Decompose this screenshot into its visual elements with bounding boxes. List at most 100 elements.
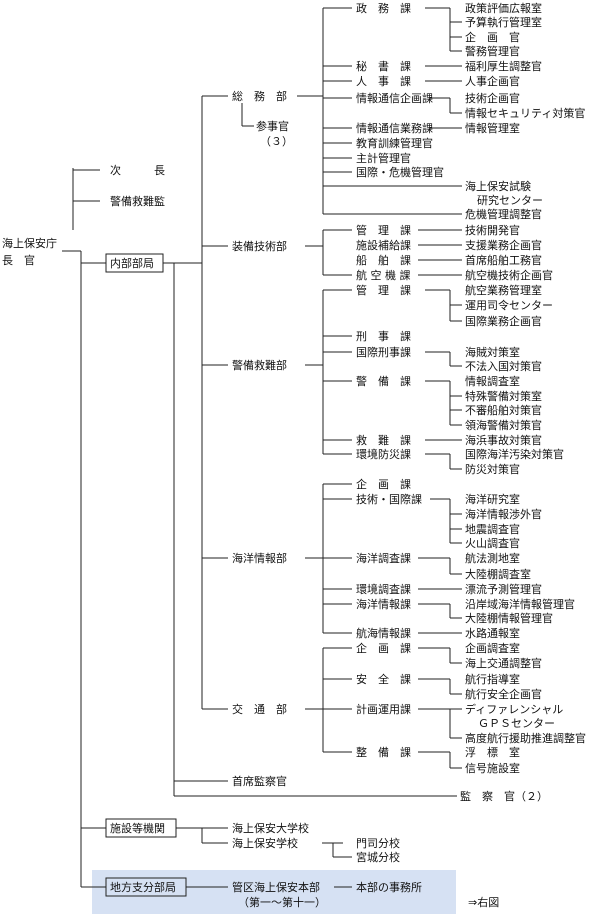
office-unyo-shirei: 運用司令センター [465,298,553,312]
office-senpaku-komu: 首席船舶工務官 [465,253,542,267]
office-seisaku-hyoka: 政策評価広報室 [465,1,542,15]
shiken-center-line2: 研究センター [477,193,543,207]
fac-moji: 門司分校 [356,836,400,850]
naibu-box [105,253,164,273]
root-title-2: 長 官 [2,253,35,267]
office-jinji-kikaku: 人事企画官 [465,74,520,88]
office-kazan: 火山調査官 [465,536,520,550]
office-hyoryu: 漂流予測管理官 [465,582,542,596]
group-shisetsu: 施設等機関 [110,821,165,835]
office-kaiyo-osen: 国際海洋汚染対策官 [465,447,564,461]
group-naibu: 内部部局 [110,256,154,270]
office-tairikudana-joho: 大陸棚情報管理官 [465,611,553,625]
fac-gakko: 海上保安学校 [232,836,298,850]
office-koho-sokuchi: 航法測地室 [465,551,520,565]
dept-keibi: 警備救難部 [232,358,287,372]
office-gijutsu-kikaku: 技術企画官 [465,91,520,105]
office-kikaku-chosa: 企画調査室 [465,641,520,655]
chiho-box [105,877,187,897]
regional-kanku: 管区海上保安本部 [232,880,320,894]
office-bosai-taisaku: 防災対策官 [465,462,520,476]
office-joho-chosa: 情報調査室 [465,374,520,388]
dept-kotsu: 交 通 部 [232,702,287,716]
office-differential: ディファレンシャル [465,702,563,716]
keibi-kankyo-bosai: 環境防災課 [356,447,411,461]
deputy-jicho: 次 長 [110,163,165,177]
office-gijutsu-kaihatsu: 技術開発官 [465,223,520,237]
section-seimu: 政 務 課 [356,1,411,15]
sobi-kokuki: 航 空 機 課 [356,268,411,282]
kotsu-seibi: 整 備 課 [356,745,411,759]
office-koko-anzen: 航行安全企画官 [465,687,542,701]
regional-kanku-range: （第一～第十一） [238,895,326,909]
office-kodo-koko: 高度航行援助推進調整官 [465,731,586,745]
regional-jimusho: 本部の事務所 [356,880,422,894]
office-fushinsen: 不審船舶対策官 [465,403,542,417]
office-kokusai-gyomu: 国際業務企画官 [465,314,542,328]
see-right-figure: ⇒右図 [468,895,499,909]
keibi-kokusai-keiji: 国際刑事課 [356,345,411,359]
soumu-sanjikan: 参事官 [256,119,289,133]
shisetsu-box [105,818,177,838]
office-koko-shido: 航行指導室 [465,672,520,686]
soumu-sanjikan-count: （３） [260,135,293,148]
office-ryokai-keibi: 領海警備対策官 [465,418,542,432]
dept-soumu: 総 務 部 [232,89,287,103]
office-kaijo-kotsu: 海上交通調整官 [465,656,542,670]
group-chiho: 地方支分部局 [110,880,176,894]
dept-sobi: 装備技術部 [232,239,287,253]
fac-daigaku: 海上保安大学校 [232,821,309,835]
section-kokusai-kiki: 国際・危機管理官 [356,165,444,179]
kaiyo-joho: 海洋情報課 [356,597,411,611]
fac-miyagi: 宮城分校 [356,850,400,864]
office-joho-kanri: 情報管理室 [465,121,520,135]
office-kiki-chosei: 危機管理調整官 [465,207,542,221]
sobi-kanri: 管 理 課 [356,223,411,237]
office-kaihin-jiko: 海浜事故対策官 [465,433,542,447]
office-shingo: 信号施設室 [465,761,520,775]
kaiyo-kikaku: 企 画 課 [356,477,411,491]
kotsu-kikaku: 企 画 課 [356,641,411,655]
kaiyo-chosa: 海洋調査課 [356,551,411,565]
kaiyo-gijutsu-kokusai: 技術・国際課 [356,492,422,506]
office-tairikudana-chosa: 大陸棚調査室 [465,567,531,581]
dept-kaiyo: 海洋情報部 [232,551,287,565]
office-fukuri: 福利厚生調整官 [465,59,542,73]
office-tokushu-keibi: 特殊警備対策室 [465,389,542,403]
section-joho-tsushin-kikaku: 情報通信企画課 [356,91,433,105]
office-kokuu-gyomu: 航空業務管理室 [465,283,542,297]
office-gps-center: ＧＰＳセンター [478,717,555,730]
shuseki-kansatsu: 首席監察官 [232,774,287,788]
kotsu-anzen: 安 全 課 [356,672,411,686]
office-jishin: 地震調査官 [465,522,520,536]
office-kokuki-gijutsu: 航空機技術企画官 [465,268,553,282]
office-fuhyo: 浮 標 室 [465,745,520,759]
office-kaizoku: 海賊対策室 [465,345,520,359]
section-shukei: 主計管理官 [356,151,411,165]
connector-lines [62,7,462,888]
office-engan: 沿岸域海洋情報管理官 [465,597,575,611]
office-yosan-shikko: 予算執行管理室 [465,15,542,29]
office-shien-gyomu: 支援業務企画官 [465,238,542,252]
kaiyo-kankyo-chosa: 環境調査課 [356,582,411,596]
office-suiro: 水路通報室 [465,626,520,640]
office-security: 情報セキュリティ対策官 [465,106,585,120]
office-kaiyo-kenkyu: 海洋研究室 [465,492,520,506]
office-kikakukan: 企 画 官 [465,30,520,44]
section-hisho: 秘 書 課 [356,59,411,73]
keibi-keibi-ka: 警 備 課 [356,374,411,388]
section-kyoiku-kunren: 教育訓練管理官 [356,136,433,150]
sobi-shisetsu-hokyu: 施設補給課 [356,238,411,252]
deputy-keibi-kyunan-kan: 警備救難監 [110,194,165,208]
regional-highlight [92,870,456,914]
sobi-senpaku: 船 舶 課 [356,253,411,267]
kaiyo-kokai: 航海情報課 [356,626,411,640]
kansatsu: 監 察 官（２） [460,789,548,803]
section-joho-tsushin-gyomu: 情報通信業務課 [356,121,433,135]
kotsu-keikaku-unyo: 計画運用課 [356,702,411,716]
keibi-keiji: 刑 事 課 [356,329,411,343]
keibi-kyunan: 救 難 課 [356,433,411,447]
office-keimu-kanri: 警務管理官 [465,44,520,58]
section-jinji: 人 事 課 [356,74,411,88]
